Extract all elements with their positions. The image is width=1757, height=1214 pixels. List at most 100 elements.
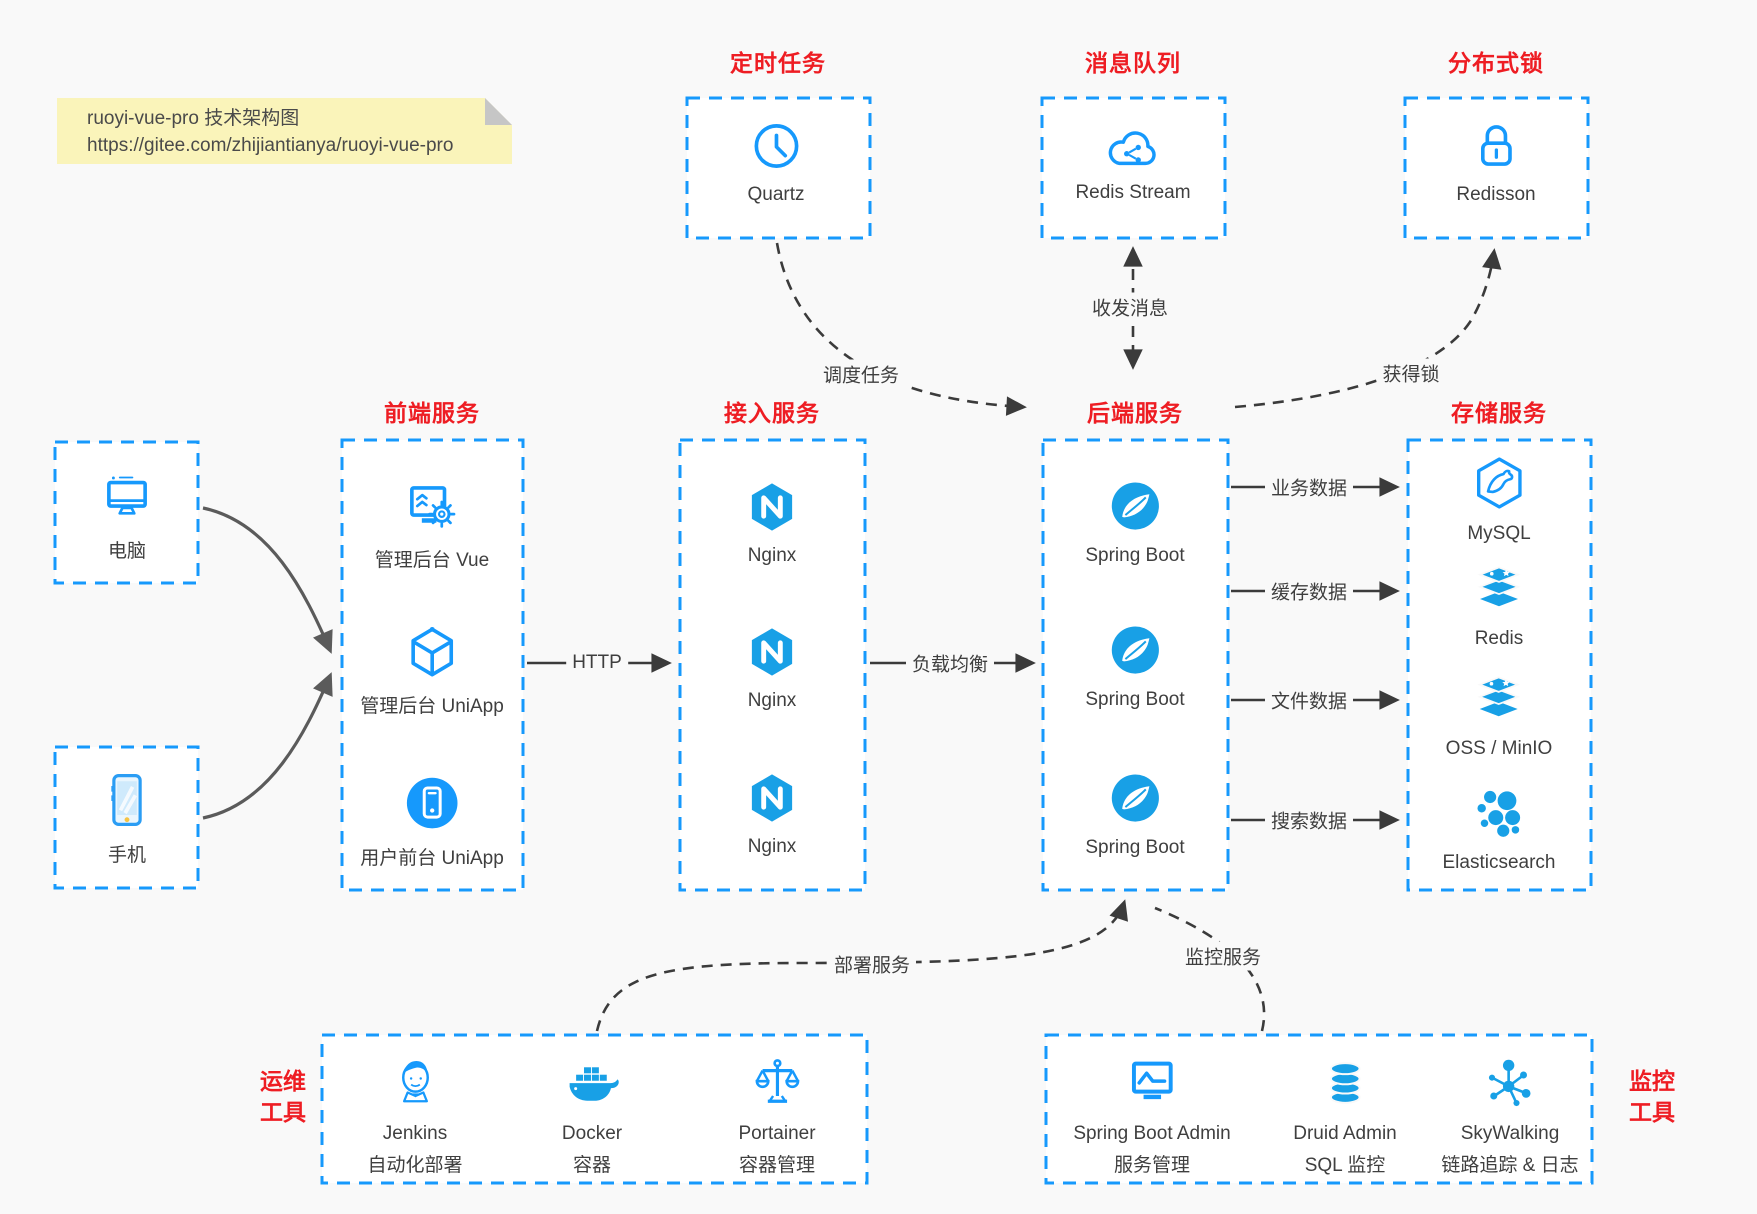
edge-schedule-job-arrow	[775, 242, 1027, 416]
title-message-queue: 消息队列	[1085, 50, 1181, 76]
edge-label-search-data: 搜索数据	[1264, 805, 1354, 835]
title-backend: 后端服务	[1087, 400, 1183, 426]
edge-label-deploy-service: 部署服务	[827, 949, 917, 979]
node-label: Redis	[1474, 628, 1524, 649]
uniapp-cube-icon	[403, 623, 461, 681]
edge-deploy-service-arrow	[595, 899, 1128, 1032]
nginx-icon	[744, 624, 800, 680]
monitor-pulse-icon	[1124, 1054, 1180, 1110]
title-ops-tools: 运维 工具	[260, 1068, 306, 1125]
scales-icon	[749, 1054, 805, 1110]
edge-label-acquire-lock: 获得锁	[1376, 358, 1446, 388]
node-label: Elasticsearch	[1442, 852, 1556, 873]
node-spring-boot-3: Spring Boot	[1085, 769, 1185, 859]
title-distributed-lock: 分布式锁	[1448, 50, 1544, 76]
node-label: Jenkins 自动化部署	[367, 1123, 463, 1176]
node-portainer: Portainer 容器管理	[738, 1054, 816, 1179]
node-admin-uniapp: 管理后台 UniApp	[360, 623, 504, 718]
user-app-icon	[402, 773, 462, 833]
node-label: 手机	[107, 845, 146, 866]
clock-icon	[748, 118, 804, 174]
desktop-icon	[98, 468, 156, 526]
mysql-dolphin-icon	[1469, 453, 1529, 513]
monitor-tools-box	[1044, 1033, 1594, 1185]
elasticsearch-cluster-icon	[1469, 782, 1529, 842]
node-nginx-2: Nginx	[744, 624, 800, 712]
note-title: ruoyi-vue-pro 技术架构图	[87, 108, 300, 129]
node-skywalking: SkyWalking 链路追踪 & 日志	[1441, 1054, 1579, 1179]
node-jenkins: Jenkins 自动化部署	[367, 1054, 463, 1179]
node-label: 管理后台 UniApp	[360, 696, 504, 717]
message-queue-box	[1040, 96, 1227, 240]
nginx-icon	[744, 770, 800, 826]
edge-label-schedule-job: 调度任务	[816, 359, 906, 389]
node-label: Quartz	[747, 184, 805, 205]
note-url: https://gitee.com/zhijiantianya/ruoyi-vu…	[87, 135, 454, 156]
node-label: OSS / MinIO	[1445, 738, 1553, 759]
node-label: MySQL	[1467, 523, 1531, 544]
smartphone-icon	[104, 770, 150, 830]
node-spring-boot-2: Spring Boot	[1085, 621, 1185, 711]
redis-stack-icon	[1470, 562, 1528, 618]
sticky-note: ruoyi-vue-pro 技术架构图 https://gitee.com/zh…	[57, 98, 512, 164]
node-label: 管理后台 Vue	[374, 550, 490, 571]
title-frontend: 前端服务	[384, 400, 480, 426]
note-fold-corner	[485, 98, 512, 125]
node-label: 用户前台 UniApp	[360, 848, 504, 869]
node-label: Spring Boot	[1085, 837, 1185, 858]
lock-icon	[1467, 116, 1525, 174]
title-monitor-tools: 监控 工具	[1629, 1068, 1675, 1125]
node-label: Druid Admin SQL 监控	[1293, 1123, 1397, 1176]
spring-leaf-icon	[1106, 621, 1164, 679]
cloud-stream-icon	[1102, 122, 1164, 172]
node-user-uniapp: 用户前台 UniApp	[360, 773, 504, 870]
topology-icon	[1482, 1054, 1538, 1110]
node-label: SkyWalking 链路追踪 & 日志	[1441, 1123, 1579, 1176]
node-spring-boot-admin: Spring Boot Admin 服务管理	[1073, 1054, 1231, 1179]
title-scheduled-jobs: 定时任务	[730, 50, 826, 76]
node-nginx-1: Nginx	[744, 479, 800, 567]
node-docker: Docker 容器	[562, 1058, 622, 1179]
node-mysql: MySQL	[1467, 453, 1531, 545]
node-label: Docker 容器	[561, 1123, 623, 1176]
node-label: Spring Boot	[1085, 545, 1185, 566]
spring-leaf-icon	[1106, 769, 1164, 827]
node-elasticsearch: Elasticsearch	[1443, 782, 1556, 874]
node-label: 电脑	[107, 541, 146, 562]
node-mobile: 手机	[104, 770, 150, 867]
admin-vue-icon	[403, 477, 461, 535]
edge-label-http: HTTP	[566, 651, 628, 675]
node-pc: 电脑	[98, 468, 156, 563]
node-label: Portainer 容器管理	[738, 1123, 816, 1176]
edge-label-business-data: 业务数据	[1264, 472, 1354, 502]
edge-mobile-to-frontend	[202, 672, 333, 820]
title-storage: 存储服务	[1451, 400, 1547, 426]
jenkins-butler-icon	[387, 1054, 443, 1110]
node-druid-admin: Druid Admin SQL 监控	[1293, 1056, 1397, 1179]
docker-whale-icon	[562, 1058, 622, 1110]
node-nginx-3: Nginx	[744, 770, 800, 858]
edge-label-send-receive-message: 收发消息	[1085, 292, 1175, 322]
node-label: Redis Stream	[1075, 182, 1191, 203]
node-label: Nginx	[747, 836, 797, 857]
nginx-icon	[744, 479, 800, 535]
edge-pc-to-frontend	[202, 506, 333, 654]
title-gateway: 接入服务	[724, 400, 820, 426]
edge-acquire-lock-arrow	[1234, 248, 1502, 409]
node-redis-stream: Redis Stream	[1075, 122, 1191, 204]
storage-stack-icon	[1470, 672, 1528, 728]
node-redis: Redis	[1470, 562, 1528, 650]
spring-leaf-icon	[1106, 477, 1164, 535]
edge-label-load-balance: 负载均衡	[905, 648, 995, 678]
node-admin-vue: 管理后台 Vue	[375, 477, 489, 572]
edge-label-file-data: 文件数据	[1264, 685, 1354, 715]
node-spring-boot-1: Spring Boot	[1085, 477, 1185, 567]
node-quartz: Quartz	[747, 118, 805, 206]
node-label: Spring Boot	[1085, 689, 1185, 710]
database-icon	[1318, 1056, 1372, 1110]
scheduled-jobs-box	[685, 96, 872, 240]
node-oss-minio: OSS / MinIO	[1445, 672, 1553, 760]
node-redisson: Redisson	[1456, 116, 1536, 206]
node-label: Spring Boot Admin 服务管理	[1073, 1123, 1231, 1176]
